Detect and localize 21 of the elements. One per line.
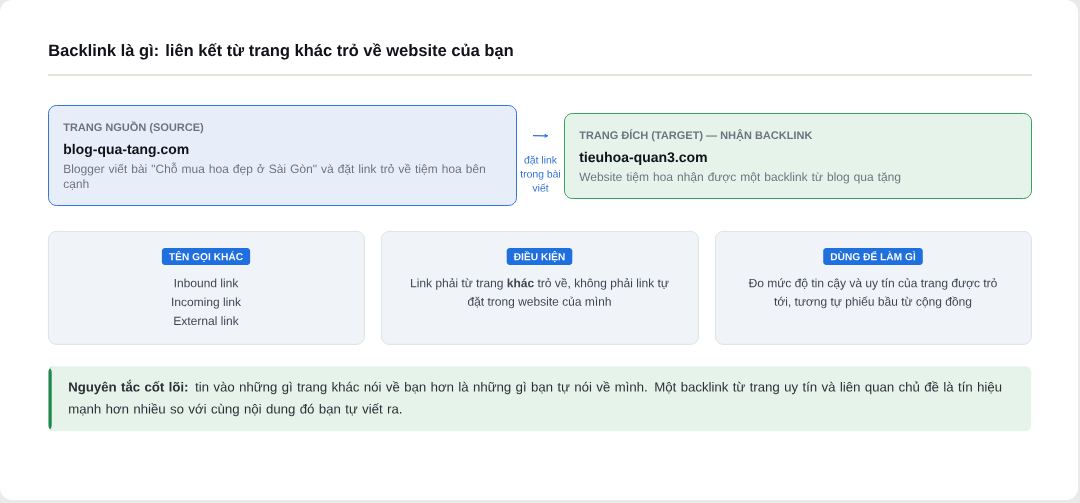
title: Backlink là gì: liên kết từ trang khác trỏ về website của bạn: [49, 43, 513, 60]
info-card: [48, 231, 365, 345]
card-text: Incoming link: [172, 297, 241, 309]
arrow: [532, 133, 549, 138]
card-text: Link phải từ trang khác trỏ về, không phải link tự đặt trong website của mình: [411, 277, 669, 309]
info-card: [715, 231, 1032, 345]
description-text: Blogger viết bài "Chỗ mua hoa đẹp ở Sài Gòn" và đặt link trỏ về tiệm hoa bên cạnh: [63, 162, 485, 190]
card-text: Inbound link: [174, 278, 239, 288]
info-card: [381, 231, 699, 345]
card-text: Đo mức độ tin cậy và uy tín của trang được trỏ tới, tương tự phiếu bầu từ cộng đồng: [748, 278, 997, 309]
domain-name: blog-qua-tang.com: [64, 143, 189, 157]
description-text: Website tiệm hoa nhận được một backlink từ blog qua tặng: [579, 172, 901, 184]
section-heading: TRANG ĐÍCH (TARGET) — NHẬN BACKLINK: [579, 129, 813, 142]
note-text: Nguyên tắc cốt lõi: tin vào những gì trang khác nói về bạn hơn là những gì bạn tự nói về mình. Một backlink từ trang uy tín và liên quan chủ đề là tín hiệu mạnh hơn nhiều so với cùng nội dung đó bạn tự viết ra.: [69, 379, 1002, 417]
card-text: External link: [174, 316, 239, 326]
edge-label: đặt link trong bài viết: [518, 155, 563, 193]
callout-box: [48, 366, 1032, 432]
section-heading: TRANG NGUỒN (SOURCE): [63, 121, 204, 134]
domain-name: tieuhoa-quan3.com: [579, 151, 707, 165]
source-page-box: [48, 105, 517, 206]
target-page-box: [564, 113, 1032, 199]
